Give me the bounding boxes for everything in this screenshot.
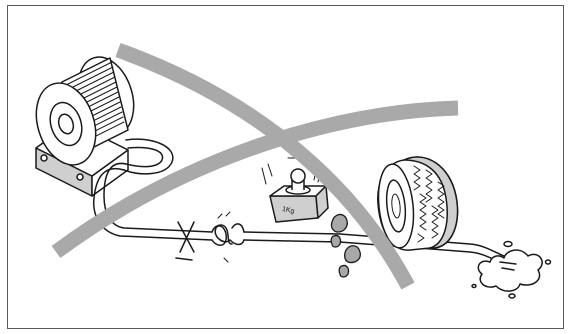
cable-reel-icon — [35, 56, 135, 197]
kink-loop-icon — [211, 211, 245, 263]
cut-mark-icon — [175, 221, 195, 261]
water-puddle-icon — [471, 240, 552, 299]
prohibition-cross-icon — [51, 42, 459, 290]
weight-label: 1Kg — [281, 206, 295, 215]
tire-icon — [377, 156, 459, 251]
footprints-icon — [330, 213, 361, 278]
